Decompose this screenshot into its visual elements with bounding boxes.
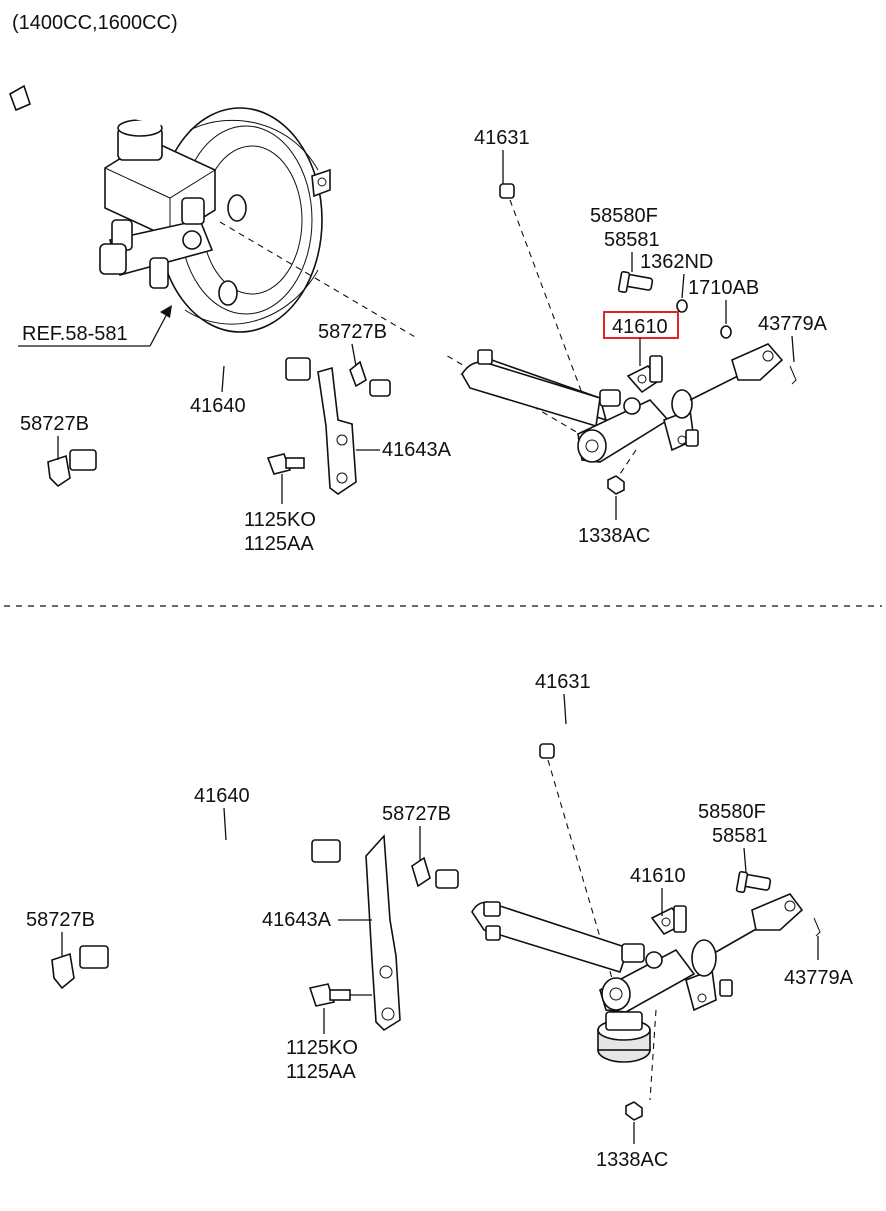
upper-assembly: REF.58-581 41631 41640 58727B 58727B (9, 66, 828, 555)
lower-assembly: 41631 41640 58727B 58727B 41643A (26, 671, 854, 1171)
nut-1338ac-lower (625, 1101, 643, 1121)
label-41610-lower: 41610 (630, 865, 686, 887)
label-41643a: 41643A (382, 439, 452, 461)
clutch-tube-41631-lower (435, 724, 596, 889)
clutch-master-cylinder-41610-lower (471, 901, 759, 1063)
pin-58580f-lower (735, 870, 772, 894)
clevis-assembly-lower (751, 893, 821, 937)
label-58581: 58581 (604, 229, 660, 251)
bracket-41643a (317, 366, 357, 495)
label-58727b-top: 58727B (318, 321, 387, 343)
label-1338ac: 1338AC (578, 525, 650, 547)
label-58580f-lower: 58580F (698, 801, 766, 823)
brake-booster-illustration (9, 66, 331, 333)
label-41631: 41631 (474, 127, 530, 149)
hose-41640-lower (79, 839, 341, 969)
label-43779a-lower: 43779A (784, 967, 854, 989)
highlight-box-41610 (603, 311, 679, 339)
label-58727b-top-lower: 58727B (382, 803, 451, 825)
label-58580f: 58580F (590, 205, 658, 227)
pin-58580f (617, 270, 654, 294)
clip-58727b-left-lower-shape (51, 952, 75, 990)
clutch-master-cylinder-41610 (460, 349, 739, 463)
bracket-41643a-lower (365, 834, 401, 1032)
label-41640: 41640 (190, 395, 246, 417)
nut-1338ac (607, 475, 625, 495)
bolt-1125ko-lower (308, 983, 351, 1007)
clevis-assembly (731, 343, 797, 385)
washer-1710ab (720, 325, 732, 339)
washer-1362nd (676, 299, 688, 313)
clip-58727b-top-lower-shape (411, 856, 431, 888)
label-41640-lower: 41640 (194, 785, 250, 807)
bolt-1125ko (266, 453, 305, 475)
label-58581-lower: 58581 (712, 825, 768, 847)
label-1125ko-lower: 1125KO (286, 1037, 358, 1059)
clip-58727b-left-shape (47, 454, 71, 488)
label-1362nd: 1362ND (640, 251, 713, 273)
label-41643a-lower: 41643A (262, 909, 332, 931)
ref-58-581-label: REF.58-581 (22, 323, 128, 345)
label-58727b-left-lower: 58727B (26, 909, 95, 931)
label-1125aa: 1125AA (244, 533, 314, 555)
hose-41640 (69, 349, 311, 471)
label-43779a: 43779A (758, 313, 828, 335)
clip-58727b-top-shape (349, 360, 367, 388)
label-41631-lower: 41631 (535, 671, 591, 693)
label-1125aa-lower: 1125AA (286, 1061, 356, 1083)
clutch-tube-41631 (369, 183, 515, 397)
label-1125ko: 1125KO (244, 509, 316, 531)
engine-variant-label: (1400CC,1600CC) (12, 12, 178, 34)
label-41610: 41610 (612, 316, 668, 338)
label-1338ac-lower: 1338AC (596, 1149, 668, 1171)
label-58727b-left: 58727B (20, 413, 89, 435)
label-1710ab: 1710AB (688, 277, 759, 299)
